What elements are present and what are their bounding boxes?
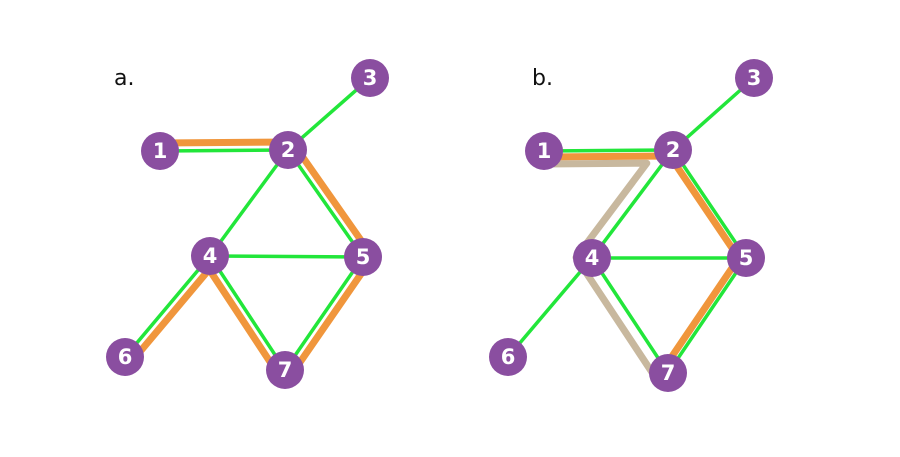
- panel-a-label: a.: [114, 66, 134, 91]
- panel-b-node-label-7: 7: [661, 361, 676, 385]
- panel-b-paths: [540, 152, 743, 384]
- panel-a-path-1: [127, 138, 377, 388]
- panel-a-node-5: [344, 238, 382, 276]
- panel-a-paths: [127, 138, 377, 388]
- panel-b-edge-2-5: [671, 148, 748, 260]
- panel-a-node-2: [269, 131, 307, 169]
- panel-b-node-label-4: 4: [585, 246, 600, 270]
- panel-a-node-label-3: 3: [363, 66, 378, 90]
- panel-a-node-3: [351, 59, 389, 97]
- panel-b-node-2: [654, 131, 692, 169]
- panel-a-node-label-1: 1: [153, 139, 168, 163]
- panel-a-node-1: [141, 132, 179, 170]
- panel-b-label: b.: [532, 66, 553, 91]
- panel-a-edge-1-2: [158, 148, 290, 153]
- panel-a-edge-4-6: [123, 254, 212, 359]
- panel-b-node-label-6: 6: [501, 345, 516, 369]
- panel-b-node-5: [727, 239, 765, 277]
- panel-b-node-6: [489, 338, 527, 376]
- panel-b-node-4: [573, 239, 611, 277]
- panel-b-edge-4-7: [590, 256, 670, 375]
- panel-a-edges: [123, 76, 372, 372]
- panel-a-edge-4-7: [208, 254, 287, 372]
- panel-a-node-label-7: 7: [278, 358, 293, 382]
- panel-b-edge-4-6: [506, 256, 594, 359]
- panel-a-edge-2-5: [286, 148, 365, 259]
- panel-b-node-label-5: 5: [739, 246, 754, 270]
- panel-a-nodes: 1 2 3 4 5 6 7: [106, 59, 389, 389]
- panel-a-edge-4-5: [208, 254, 365, 259]
- panel-a-edge-2-4: [208, 148, 290, 258]
- panel-b: b. 1 2 3 4 5 6 7: [489, 59, 773, 392]
- panel-b-edge-1-2: [542, 148, 675, 153]
- panel-b-node-label-3: 3: [747, 66, 762, 90]
- panel-a: a. 1 2 3 4 5 6 7: [106, 59, 389, 389]
- panel-b-path-1: [540, 152, 743, 374]
- panel-a-node-label-2: 2: [281, 138, 296, 162]
- panel-a-node-label-6: 6: [118, 345, 133, 369]
- panel-a-node-6: [106, 338, 144, 376]
- panel-b-node-7: [649, 354, 687, 392]
- panel-b-edges: [506, 76, 756, 375]
- panel-b-nodes: 1 2 3 4 5 6 7: [489, 59, 773, 392]
- panel-b-node-label-2: 2: [666, 138, 681, 162]
- panel-b-node-3: [735, 59, 773, 97]
- panel-a-node-7: [266, 351, 304, 389]
- panel-b-path-2: [540, 159, 661, 384]
- panel-b-edge-5-7: [666, 256, 748, 375]
- panel-a-node-label-4: 4: [203, 244, 218, 268]
- panel-a-node-4: [191, 237, 229, 275]
- panel-a-node-label-5: 5: [356, 245, 371, 269]
- panel-b-edge-2-4: [590, 148, 675, 260]
- panel-b-node-label-1: 1: [537, 139, 552, 163]
- panel-a-edge-5-7: [283, 255, 365, 372]
- panel-b-node-1: [525, 132, 563, 170]
